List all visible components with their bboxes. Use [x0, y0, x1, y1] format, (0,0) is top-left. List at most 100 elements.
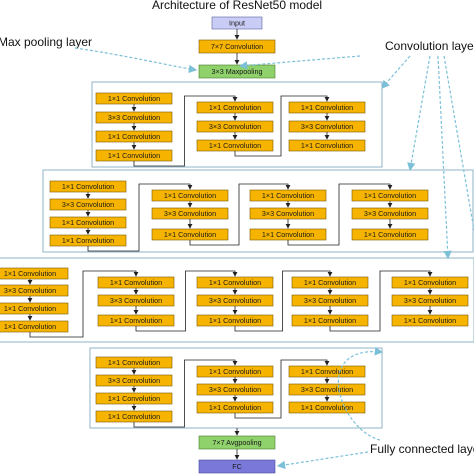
stage-3-block-4-layer-3-label: 1×1 Convolution: [304, 316, 356, 325]
fc-callout: [276, 451, 369, 470]
stage-3-block-5-layer-3-label: 1×1 Convolution: [404, 316, 456, 325]
stage-2-border: [42, 169, 474, 253]
stage-3-block-4-layer-1-label: 1×1 Convolution: [304, 278, 356, 287]
stage-2-block-1-layer-3-label: 1×1 Convolution: [62, 218, 114, 227]
stage-1-block-2-layer-1-label: 1×1 Convolution: [209, 103, 261, 112]
conv7-layer: 7×7 Convolution: [198, 39, 276, 54]
convolution-callout-1: [381, 55, 411, 89]
stage-2-block-1-layer-2-label: 3×3 Convolution: [62, 200, 114, 209]
stage-3-block-5-layer-1-label: 1×1 Convolution: [404, 278, 456, 287]
stage-1-block-2-layer-2-label: 3×3 Convolution: [209, 122, 261, 131]
stage-blocks: 1×1 Convolution 3×3 Convolution 1×1 Convol…: [0, 92, 469, 423]
stage-2-block-1-layer-4: 1×1 Convolution: [49, 234, 127, 247]
stage-2-block-3-layer-2-label: 3×3 Convolution: [262, 209, 314, 218]
input-label: Input: [229, 19, 245, 28]
stage-1-block-1-layer-1-label: 1×1 Convolution: [108, 94, 160, 103]
fully-connected-annotation: Fully connected layer: [370, 442, 474, 456]
fc-layer: FC: [198, 459, 276, 474]
stage-1-block-1-layer-4: 1×1 Convolution: [95, 149, 173, 162]
stage-2-connector-3: [287, 183, 393, 246]
stage-3-connector-1: [29, 270, 139, 338]
stage-2-connector-2: [189, 183, 291, 246]
stage-1-block-3-layer-3-label: 1×1 Convolution: [301, 141, 353, 150]
stage-2-block-3-layer-2: 3×3 Convolution: [249, 207, 327, 220]
stage-2-block-3-layer-1: 1×1 Convolution: [249, 189, 327, 202]
stage-3-block-2-layer-1-label: 1×1 Convolution: [110, 278, 162, 287]
max-pooling-annotation: Max pooling layer: [0, 35, 92, 49]
stage-3-block-3-layer-1-label: 1×1 Convolution: [209, 278, 261, 287]
stage-3-block-2-layer-3: 1×1 Convolution: [97, 314, 175, 327]
stage-1-block-1-layer-1: 1×1 Convolution: [95, 92, 173, 105]
stage-3-block-4-layer-3: 1×1 Convolution: [291, 314, 369, 327]
stage-3-block-1-layer-1: 1×1 Convolution: [0, 267, 69, 280]
stage-3-connector-4: [329, 270, 433, 332]
stage-1-block-2-layer-3: 1×1 Convolution: [196, 139, 274, 152]
stage-3-block-1-layer-4: 1×1 Convolution: [0, 320, 69, 333]
stage-3-block-1-layer-4-label: 1×1 Convolution: [4, 322, 56, 331]
stage-2-block-2-layer-2-label: 3×3 Convolution: [164, 209, 216, 218]
stage-2-block-4-layer-1: 1×1 Convolution: [351, 189, 429, 202]
stage-3-block-1-layer-3-label: 1×1 Convolution: [4, 304, 56, 313]
maxpool-label: 3×3 Maxpooling: [212, 67, 263, 76]
stage-3-connector-2: [135, 270, 238, 332]
fc-callout-stage: [337, 347, 384, 441]
stage-2-block-1-layer-2: 3×3 Convolution: [49, 198, 127, 211]
stage-2-block-2-layer-3: 1×1 Convolution: [151, 228, 229, 241]
stage-2-block-1-layer-1: 1×1 Convolution: [49, 180, 127, 193]
stage-4-block-2-layer-2: 3×3 Convolution: [196, 383, 274, 396]
stage-2-block-4-layer-2: 3×3 Convolution: [351, 207, 429, 220]
stage-1-block-1-layer-3-label: 1×1 Convolution: [108, 132, 160, 141]
stage-4-block-1-layer-1-label: 1×1 Convolution: [108, 358, 160, 367]
convolution-callout-3: [437, 55, 452, 260]
stage-3-block-3-layer-2: 3×3 Convolution: [196, 294, 274, 307]
stage-1-block-3-layer-1: 1×1 Convolution: [288, 101, 366, 114]
stage-3-block-5-layer-2: 3×3 Convolution: [391, 294, 469, 307]
stage-4-block-3-layer-1-label: 1×1 Convolution: [301, 367, 353, 376]
stage-4-block-3-layer-1: 1×1 Convolution: [288, 365, 366, 378]
stage-4-block-3-layer-3: 1×1 Convolution: [288, 401, 366, 414]
stage-4-block-1-layer-2: 3×3 Convolution: [95, 374, 173, 387]
stage-2-block-4-layer-3-label: 1×1 Convolution: [364, 230, 416, 239]
stage-4-block-2-layer-1: 1×1 Convolution: [196, 365, 274, 378]
convolution-callout-4: [443, 55, 474, 231]
stage-3-block-2-layer-2: 3×3 Convolution: [97, 294, 175, 307]
max-pooling-callout: [74, 47, 198, 74]
stage-3-block-1-layer-1-label: 1×1 Convolution: [4, 269, 56, 278]
stage-2-block-1-layer-4-label: 1×1 Convolution: [62, 236, 114, 245]
stage-4-block-1-layer-1: 1×1 Convolution: [95, 356, 173, 369]
stage-1-block-1-layer-4-label: 1×1 Convolution: [108, 151, 160, 160]
stage-4-block-1-layer-3: 1×1 Convolution: [95, 392, 173, 405]
stage-2-connector-1: [87, 183, 193, 252]
stage-2-block-1-layer-3: 1×1 Convolution: [49, 216, 127, 229]
stage-2-block-4-layer-1-label: 1×1 Convolution: [364, 191, 416, 200]
stage-1-block-2-layer-2: 3×3 Convolution: [196, 120, 274, 133]
stage-3-block-2-layer-3-label: 1×1 Convolution: [110, 316, 162, 325]
stage-4-block-2-layer-1-label: 1×1 Convolution: [209, 367, 261, 376]
stage-3-block-2-layer-1: 1×1 Convolution: [97, 276, 175, 289]
stage-3-block-1-layer-2: 3×3 Convolution: [0, 284, 69, 297]
stage-4-connector-1: [133, 359, 238, 428]
diagram-title: Architecture of ResNet50 model: [152, 0, 322, 12]
connections: [27, 95, 433, 428]
stage-4-block-1-layer-4-label: 1×1 Convolution: [108, 412, 160, 421]
conv7-label: 7×7 Convolution: [211, 42, 263, 51]
stage-3-block-1-layer-2-label: 3×3 Convolution: [4, 286, 56, 295]
stage-3-block-2-layer-2-label: 3×3 Convolution: [110, 296, 162, 305]
stage-2-block-2-layer-2: 3×3 Convolution: [151, 207, 229, 220]
stage-4-block-1-layer-4: 1×1 Convolution: [95, 410, 173, 423]
convolution-callout-2: [407, 55, 431, 172]
stage-4-block-3-layer-2-label: 3×3 Convolution: [301, 385, 353, 394]
stage-3-block-3-layer-2-label: 3×3 Convolution: [209, 296, 261, 305]
fc-label: FC: [232, 462, 242, 471]
stage-4-block-3-layer-3-label: 1×1 Convolution: [301, 403, 353, 412]
stage-4-block-3-layer-2: 3×3 Convolution: [288, 383, 366, 396]
stage-3-block-1-layer-3: 1×1 Convolution: [0, 302, 69, 315]
stage-3-border: [0, 257, 474, 343]
stage-2-block-1-layer-1-label: 1×1 Convolution: [62, 182, 114, 191]
convolution-annotation: Convolution layer: [385, 39, 474, 53]
stage-4-connector-2: [234, 359, 330, 419]
stage-1-block-1-layer-2-label: 3×3 Convolution: [108, 113, 160, 122]
stage-1-connector-1: [133, 95, 238, 167]
stage-1-border: [91, 81, 383, 168]
